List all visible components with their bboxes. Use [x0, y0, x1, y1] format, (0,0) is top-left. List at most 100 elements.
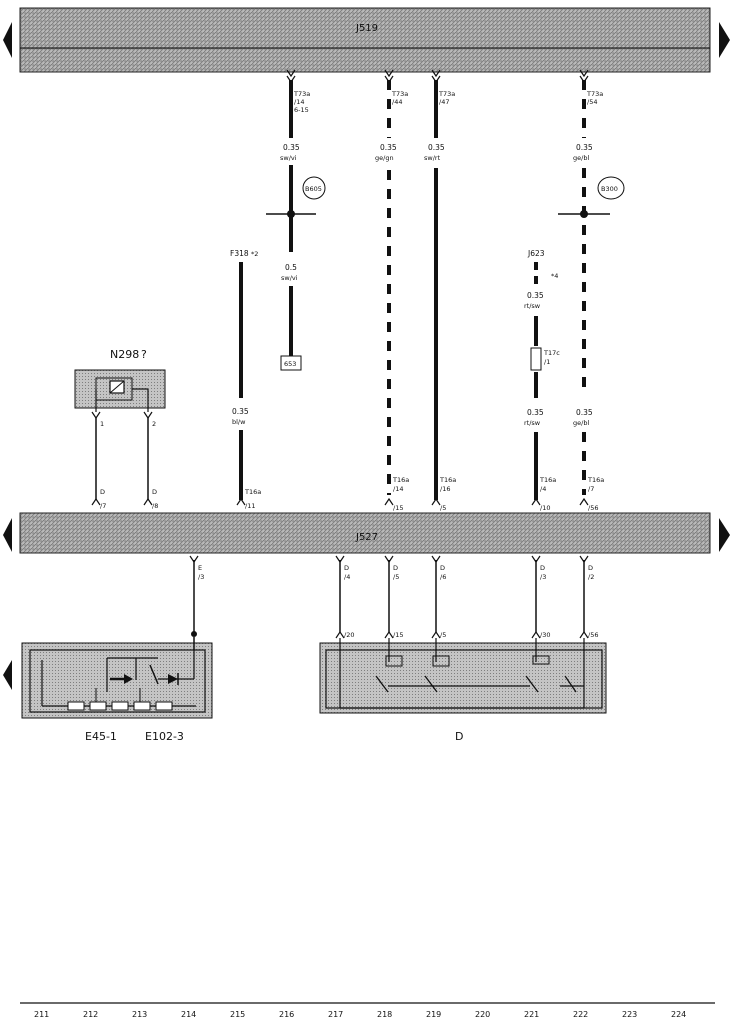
svg-text:/10: /10 — [540, 504, 550, 512]
svg-text:rt/sw: rt/sw — [524, 302, 541, 310]
wire-2: T73a /44 0.35 ge/gn T16a /14 /15 — [375, 69, 409, 512]
svg-text:/4: /4 — [540, 485, 546, 493]
svg-text:/3: /3 — [540, 573, 546, 581]
svg-text:ge/bl: ge/bl — [573, 154, 589, 162]
svg-text:/11: /11 — [245, 502, 255, 510]
svg-text:/5: /5 — [393, 573, 399, 581]
footer-number: 212 — [83, 1010, 98, 1019]
svg-text:T16a: T16a — [539, 476, 556, 484]
svg-text:bl/w: bl/w — [232, 418, 246, 426]
component-right: D — [319, 638, 607, 743]
footer-number: 217 — [328, 1010, 343, 1019]
svg-text:T16a: T16a — [244, 488, 261, 496]
svg-text:0.35: 0.35 — [576, 408, 593, 417]
svg-text:0.35: 0.35 — [527, 408, 544, 417]
bus-middle-right-arrow — [719, 518, 730, 552]
svg-text:/20: /20 — [344, 631, 354, 639]
svg-text:D: D — [440, 564, 445, 572]
component-left: E45-1 E102-3 — [3, 637, 213, 743]
svg-text:/6: /6 — [440, 573, 446, 581]
svg-text:/8: /8 — [152, 502, 158, 510]
bus-middle-left-arrow — [3, 518, 12, 552]
wire-1-badge — [302, 176, 326, 200]
svg-text:/54: /54 — [587, 98, 597, 106]
svg-text:D: D — [540, 564, 545, 572]
svg-text:T16a: T16a — [439, 476, 456, 484]
svg-text:T16a: T16a — [392, 476, 409, 484]
svg-text:ge/gn: ge/gn — [375, 154, 394, 162]
svg-text:sw/vi: sw/vi — [281, 274, 298, 282]
svg-text:/2: /2 — [588, 573, 594, 581]
svg-text:653: 653 — [284, 360, 296, 368]
svg-text:/15: /15 — [393, 631, 403, 639]
svg-text:ge/bl: ge/bl — [573, 419, 589, 427]
svg-text:/7: /7 — [588, 485, 594, 493]
relay-n298: N298 ? 1 2 D /7 D /8 — [74, 348, 166, 510]
wire-6-connector — [530, 347, 542, 371]
svg-text:?: ? — [141, 348, 147, 361]
svg-text:D: D — [344, 564, 349, 572]
svg-text:0.35: 0.35 — [428, 143, 445, 152]
svg-text:0.35: 0.35 — [232, 407, 249, 416]
svg-text:D: D — [152, 488, 157, 496]
wire-3: T73a /47 0.35 sw/rt T16a /16 /5 — [424, 69, 456, 512]
wire-6: J623 *4 0.35 rt/sw T17c /1 0.35 rt/sw T1… — [524, 249, 560, 512]
svg-text:T73a: T73a — [391, 90, 408, 98]
bus-middle: J527 — [3, 512, 730, 554]
svg-text:1: 1 — [100, 420, 104, 428]
footer-number: 216 — [279, 1010, 294, 1019]
svg-text:/47: /47 — [439, 98, 449, 106]
mid-connector-d2: D /2 /56 — [579, 555, 598, 639]
svg-text:/56: /56 — [588, 504, 598, 512]
svg-text:/4: /4 — [344, 573, 350, 581]
svg-text:6-15: 6-15 — [294, 106, 309, 114]
footer-number: 214 — [181, 1010, 196, 1019]
svg-text:0.35: 0.35 — [527, 291, 544, 300]
mid-connector-d4: D /4 /20 — [335, 555, 354, 639]
footer-number: 220 — [475, 1010, 490, 1019]
wire-4: T73a /54 0.35 ge/bl B300 0.35 ge/bl T16a… — [558, 69, 625, 512]
svg-text:/15: /15 — [393, 504, 403, 512]
svg-text:T73a: T73a — [438, 90, 455, 98]
bus-top-right-arrow — [719, 22, 730, 58]
svg-text:T17c: T17c — [543, 349, 560, 357]
mid-connector-d3: D /3 /30 — [531, 555, 550, 639]
svg-text:/1: /1 — [544, 358, 550, 366]
wire-1: T73a /14 6-15 0.35 sw/vi B605 0.5 sw/vi … — [266, 69, 326, 371]
wire-4-badge — [597, 176, 625, 200]
svg-text:B605: B605 — [305, 185, 322, 193]
wire-5: F318 *2 0.35 bl/w T16a /11 — [230, 249, 261, 510]
svg-text:B300: B300 — [601, 185, 618, 193]
svg-text:/3: /3 — [198, 573, 204, 581]
mid-connector-d6: D /6 /5 — [431, 555, 446, 639]
svg-text:/14: /14 — [294, 98, 304, 106]
footer-number: 223 — [622, 1010, 637, 1019]
svg-text:/5: /5 — [440, 631, 446, 639]
mid-connector-e: E /3 — [189, 555, 204, 637]
component-left-b-label: E102-3 — [145, 730, 184, 743]
svg-text:0.35: 0.35 — [380, 143, 397, 152]
svg-text:*2: *2 — [251, 250, 258, 258]
svg-text:/44: /44 — [392, 98, 402, 106]
component-right-label: D — [455, 730, 463, 743]
svg-text:0.35: 0.35 — [283, 143, 300, 152]
svg-text:0.5: 0.5 — [285, 263, 297, 272]
footer-number: 224 — [671, 1010, 686, 1019]
svg-text:/56: /56 — [588, 631, 598, 639]
footer-number: 221 — [524, 1010, 539, 1019]
svg-text:T73a: T73a — [586, 90, 603, 98]
mid-connector-d5: D /5 /15 — [384, 555, 403, 639]
svg-text:rt/sw: rt/sw — [524, 419, 541, 427]
svg-text:/16: /16 — [440, 485, 450, 493]
footer-number: 211 — [34, 1010, 49, 1019]
svg-text:*4: *4 — [551, 272, 558, 280]
bus-top: J519 — [3, 7, 730, 73]
svg-text:D: D — [588, 564, 593, 572]
wire-1-terminal — [280, 355, 302, 371]
bus-top-label: J519 — [355, 23, 378, 34]
svg-text:T16a: T16a — [587, 476, 604, 484]
svg-text:/5: /5 — [440, 504, 446, 512]
